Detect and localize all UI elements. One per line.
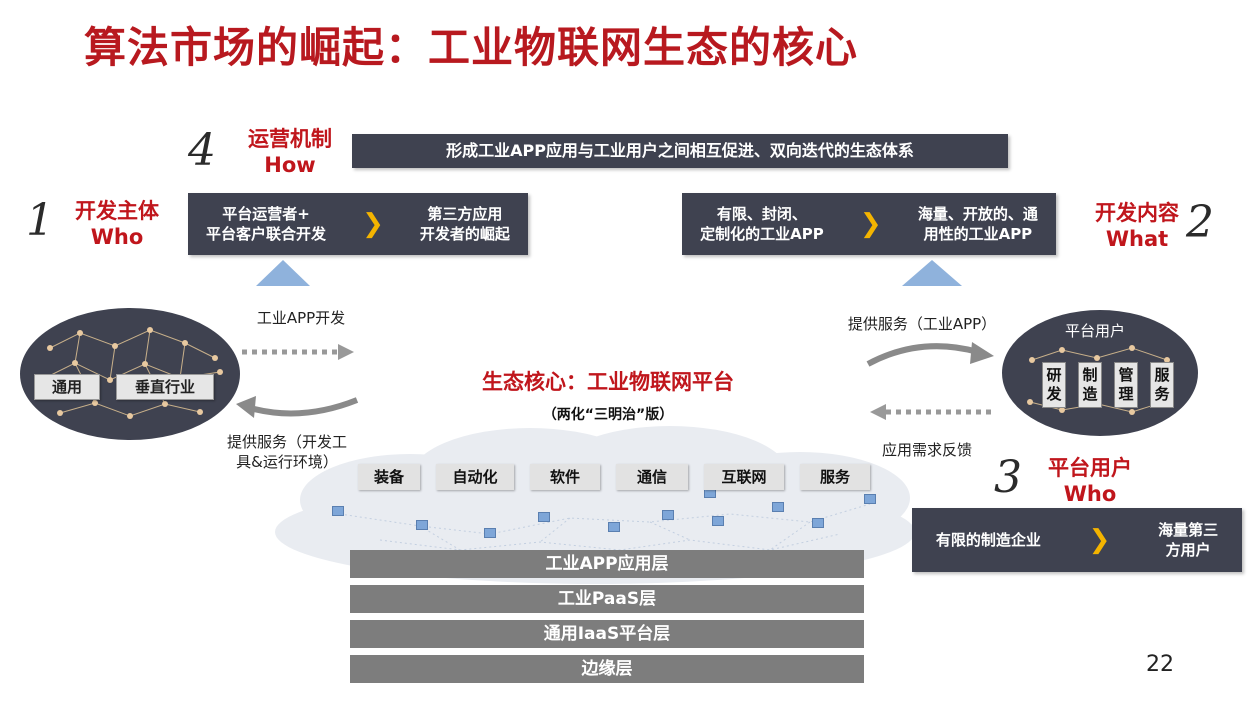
content-label-en: What: [1105, 227, 1169, 251]
step-number-1: 1: [26, 195, 54, 246]
capability-software: 软件: [530, 464, 600, 490]
node-square: [332, 506, 344, 516]
users-label-cn: 平台用户: [1048, 456, 1132, 480]
curved-arrow-right-icon: [866, 342, 994, 367]
arrow-label-app-dev: 工业APP开发: [256, 309, 346, 327]
mechanism-banner: 形成工业APP应用与工业用户之间相互促进、双向迭代的生态体系: [352, 134, 1008, 168]
core-title: 生态核心：工业物联网平台: [482, 370, 734, 394]
node-square: [416, 520, 428, 530]
node-square: [608, 522, 620, 532]
arrow-label-provide-app: 提供服务（工业APP）: [847, 315, 997, 333]
tag-general: 通用: [34, 374, 100, 400]
node-square: [484, 528, 496, 538]
mechanism-label: 运营机制 How: [235, 126, 345, 178]
layer-industrial-app: 工业APP应用层: [350, 550, 864, 578]
chevron-right-icon: ❯: [1088, 525, 1111, 555]
developer-label-en: Who: [90, 225, 144, 249]
content-shift-box: 有限、封闭、 定制化的工业APP ❯ 海量、开放的、通 用性的工业APP: [682, 193, 1056, 255]
cell-service: 服务: [1150, 362, 1174, 408]
dotted-arrow-right-icon: [242, 344, 354, 360]
node-square: [712, 516, 724, 526]
triangle-up-icon: [256, 260, 310, 286]
layer-general-iaas: 通用IaaS平台层: [350, 620, 864, 648]
tag-vertical-industry: 垂直行业: [116, 374, 214, 400]
mechanism-label-en: How: [264, 153, 316, 177]
arrow-label-feedback: 应用需求反馈: [881, 441, 972, 459]
node-square: [864, 494, 876, 504]
chevron-right-icon: ❯: [362, 209, 384, 239]
capability-communication: 通信: [616, 464, 688, 490]
cell-manufacturing: 制造: [1078, 362, 1102, 408]
content-from: 有限、封闭、 定制化的工业APP: [700, 205, 824, 243]
step-number-2: 2: [1186, 197, 1214, 248]
users-label: 平台用户 Who: [1030, 455, 1150, 507]
developer-to: 第三方应用 开发者的崛起: [419, 205, 510, 243]
chevron-right-icon: ❯: [859, 209, 882, 239]
developer-from: 平台运营者+ 平台客户联合开发: [206, 205, 327, 243]
triangle-up-icon: [902, 260, 962, 286]
users-to: 海量第三 方用户: [1158, 521, 1219, 559]
users-from: 有限的制造企业: [935, 531, 1041, 549]
developer-shift-box: 平台运营者+ 平台客户联合开发 ❯ 第三方应用 开发者的崛起: [188, 193, 528, 255]
curved-arrow-left-icon: [236, 396, 359, 418]
mechanism-label-cn: 运营机制: [248, 127, 332, 151]
page-number: 22: [1146, 652, 1174, 677]
dotted-arrow-left-icon: [870, 404, 994, 420]
page-title: 算法市场的崛起：工业物联网生态的核心: [84, 23, 859, 72]
capability-internet: 互联网: [704, 464, 784, 490]
core-subtitle: （两化“三明治”版）: [542, 407, 674, 423]
developer-label-cn: 开发主体: [75, 199, 159, 223]
step-number-4: 4: [188, 125, 216, 176]
cell-rnd: 研发: [1042, 362, 1066, 408]
step-number-3: 3: [994, 452, 1022, 503]
node-square: [662, 510, 674, 520]
capability-automation: 自动化: [436, 464, 514, 490]
layer-industrial-paas: 工业PaaS层: [350, 585, 864, 613]
cell-management: 管理: [1114, 362, 1138, 408]
layer-edge: 边缘层: [350, 655, 864, 683]
developer-label: 开发主体 Who: [62, 198, 172, 250]
users-shift-box: 有限的制造企业 ❯ 海量第三 方用户: [912, 508, 1242, 572]
content-label: 开发内容 What: [1082, 200, 1192, 252]
node-square: [538, 512, 550, 522]
capability-service: 服务: [800, 464, 870, 490]
capability-equipment: 装备: [358, 464, 420, 490]
node-square: [812, 518, 824, 528]
arrow-label-provide-tools: 提供服务（开发工 具&运行环境）: [226, 433, 347, 471]
content-label-cn: 开发内容: [1095, 201, 1179, 225]
users-label-en: Who: [1063, 482, 1117, 506]
node-square: [772, 502, 784, 512]
user-cluster-label: 平台用户: [1064, 322, 1125, 340]
content-to: 海量、开放的、通 用性的工业APP: [917, 205, 1038, 243]
